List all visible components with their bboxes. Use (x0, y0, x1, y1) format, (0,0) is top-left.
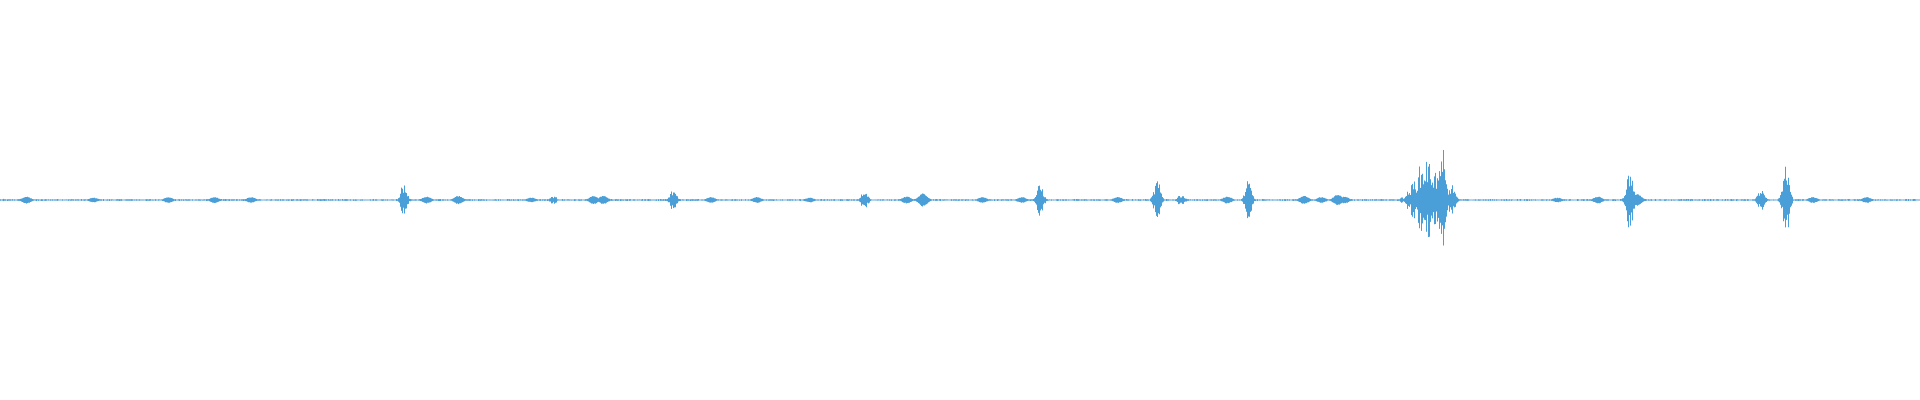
waveform-trace (0, 150, 1920, 246)
